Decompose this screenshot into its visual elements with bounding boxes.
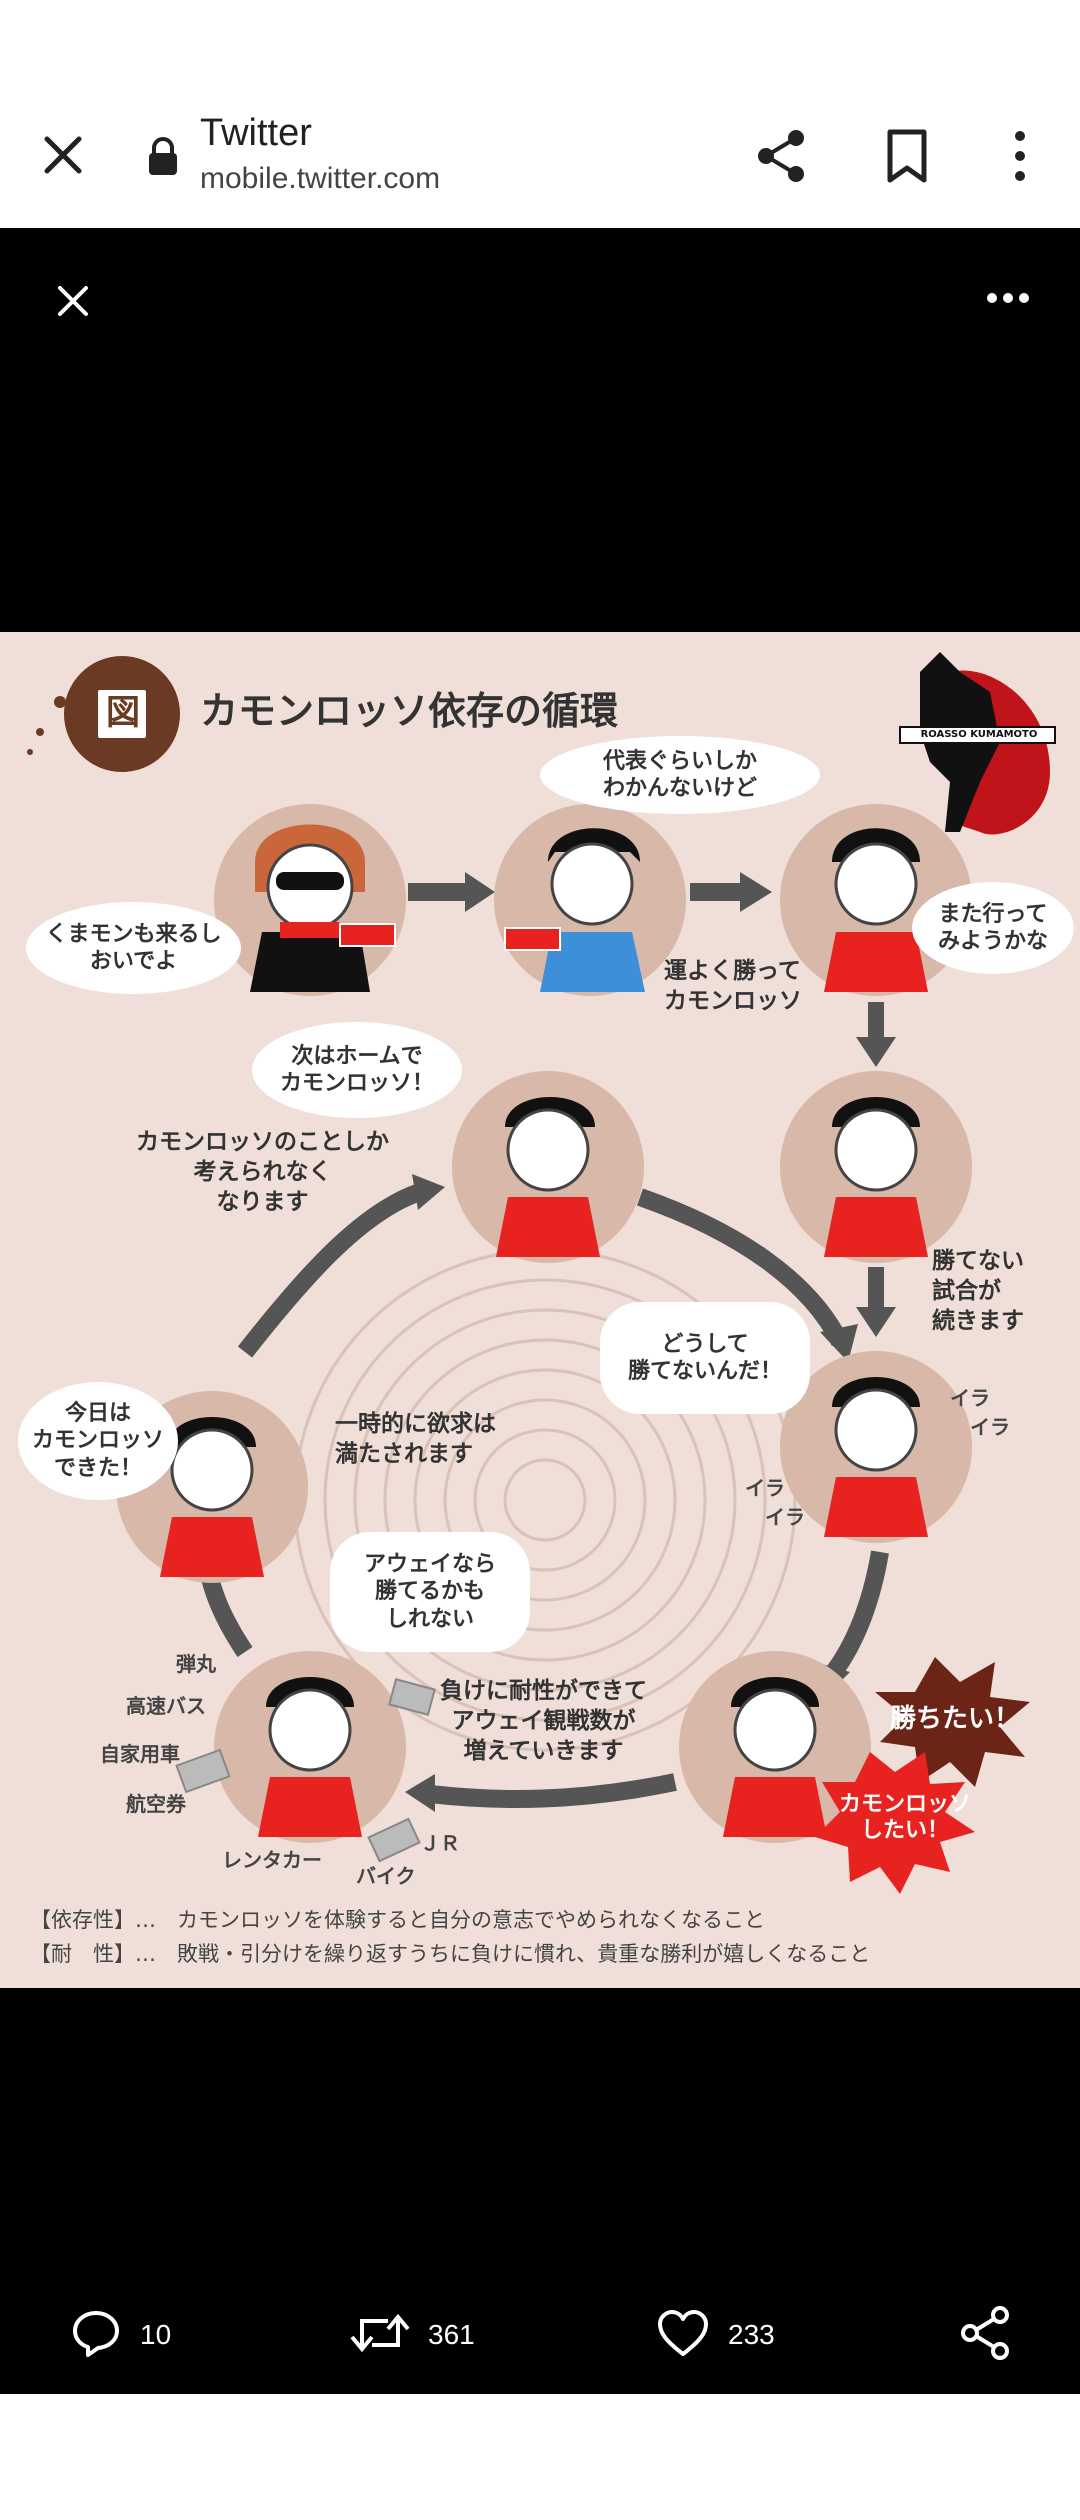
caption-ira: イラ イラ xyxy=(950,1386,1010,1439)
speech-bubble: どうして 勝てないんだ！ xyxy=(600,1302,810,1414)
like-button[interactable]: 233 xyxy=(656,2300,775,2370)
transport-label: バイク xyxy=(356,1864,416,1888)
page-url[interactable]: mobile.twitter.com xyxy=(200,162,441,195)
share-button[interactable] xyxy=(958,2300,1014,2370)
infographic-title: カモンロッソ依存の循環 xyxy=(200,689,619,733)
share-icon[interactable] xyxy=(752,126,812,186)
legend-dependency: 【依存性】… カモンロッソを体験すると自分の意志でやめられなくなること xyxy=(30,1908,765,1932)
transport-label: レンタカー xyxy=(222,1848,322,1872)
retweet-count: 361 xyxy=(428,2319,475,2350)
speech-bubble: アウェイなら 勝てるかも しれない xyxy=(330,1532,530,1652)
caption-satisfied: 一時的に欲求は 満たされます xyxy=(335,1411,496,1467)
reply-button[interactable]: 10 xyxy=(70,2300,171,2370)
status-bar xyxy=(0,0,1080,100)
share-icon xyxy=(958,2305,1014,2365)
close-icon[interactable] xyxy=(36,128,90,182)
bookmark-icon[interactable] xyxy=(880,126,934,186)
caption-only-think: カモンロッソのことしか 考えられなく なります xyxy=(136,1129,389,1215)
speech-bubble: 代表ぐらいしか わかんないけど xyxy=(540,736,820,814)
reply-count: 10 xyxy=(140,2319,172,2350)
lock-icon xyxy=(146,136,180,176)
roasso-logo xyxy=(899,652,1056,835)
like-count: 233 xyxy=(728,2319,775,2350)
caption-tolerance: 負けに耐性ができて アウェイ観戦数が 増えていきます xyxy=(440,1678,647,1764)
transport-label: 弾丸 xyxy=(176,1652,216,1676)
more-horiz-icon[interactable] xyxy=(984,288,1032,308)
speech-bubble: 今日は カモンロッソ できた！ xyxy=(18,1382,178,1500)
infographic-drawing xyxy=(27,652,1056,1894)
title-badge: 図 xyxy=(106,693,140,733)
caption-losing-streak: 勝てない 試合が 続きます xyxy=(932,1248,1024,1334)
reply-icon xyxy=(70,2307,122,2363)
transport-label: ＪＲ xyxy=(420,1831,460,1855)
tweet-actions: 10 361 233 xyxy=(0,2290,1080,2380)
page-title: Twitter xyxy=(200,112,312,154)
heart-icon xyxy=(656,2308,710,2362)
transport-label: 航空券 xyxy=(126,1792,186,1816)
speech-bubble: また行って みようかな xyxy=(912,882,1074,974)
retweet-icon xyxy=(350,2307,410,2363)
close-icon[interactable] xyxy=(50,278,96,324)
caption-ira: イラ イラ xyxy=(745,1476,805,1529)
transport-label: 高速バス xyxy=(126,1694,206,1718)
legend-tolerance: 【耐 性】… 敗戦・引分けを繰り返すうちに負けに慣れ、貴重な勝利が嬉しくなること xyxy=(30,1942,871,1966)
burst-want-win: 勝ちたい！ xyxy=(890,1704,1021,1734)
browser-toolbar: Twitter mobile.twitter.com xyxy=(0,100,1080,228)
burst-want-comon: カモンロッソ したい！ xyxy=(838,1792,971,1844)
transport-label: 自家用車 xyxy=(100,1742,180,1766)
bottom-bar xyxy=(0,2394,1080,2520)
speech-bubble: くまモンも来るし おいでよ xyxy=(26,902,241,994)
logo-text: ROASSO KUMAMOTO xyxy=(920,729,1038,740)
retweet-button[interactable]: 361 xyxy=(350,2300,475,2370)
caption-lucky-win: 運よく勝って カモンロッソ xyxy=(664,958,802,1014)
speech-bubble: 次はホームで カモンロッソ！ xyxy=(252,1022,462,1118)
infographic-image[interactable]: 図 カモンロッソ依存の循環 ROASSO KUMAMOTO くまモンも来るし お… xyxy=(0,632,1080,1988)
more-vert-icon[interactable] xyxy=(1000,126,1040,186)
